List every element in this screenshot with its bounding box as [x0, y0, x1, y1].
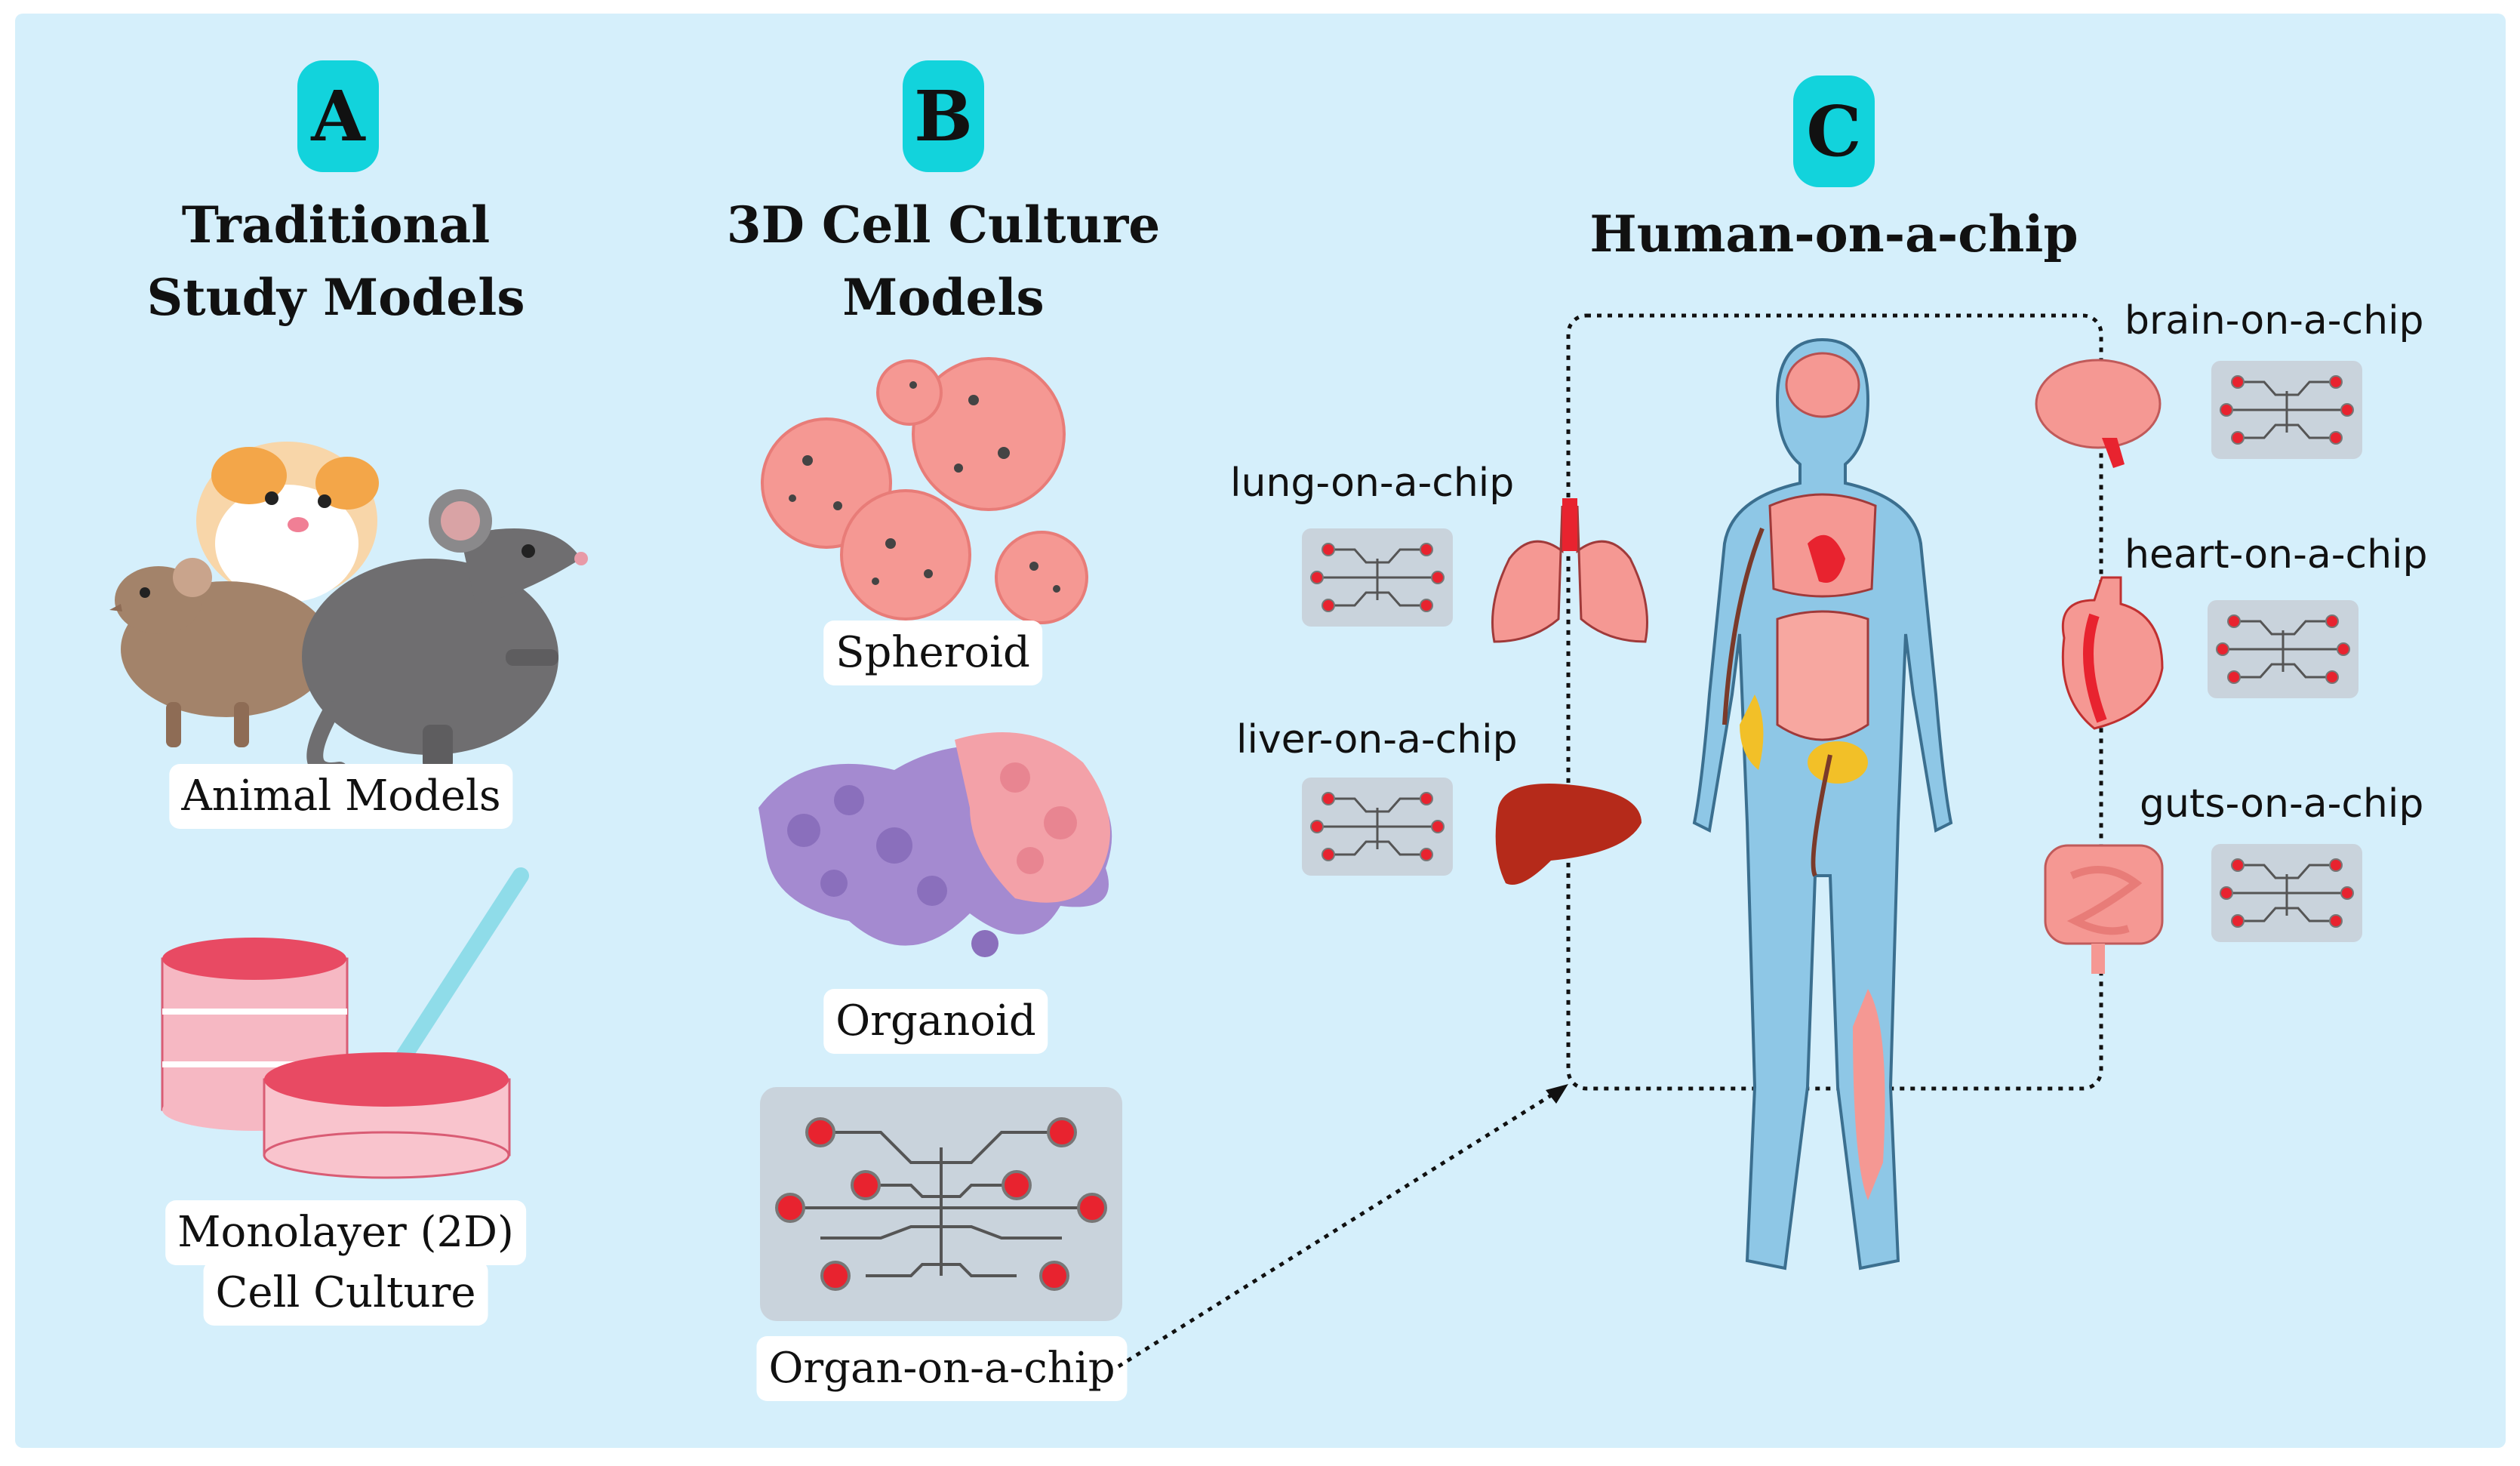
liver-icon: [1495, 784, 1642, 885]
lung-icon: [1491, 498, 1648, 643]
mouse-icon: [109, 558, 332, 747]
panel-c-title: Human-on-a-chip: [1589, 205, 2078, 263]
organoid-icon: [758, 732, 1112, 957]
panel-b-badge: B: [903, 60, 984, 172]
heart-icon: [2061, 576, 2164, 730]
guts-chip-label: guts-on-a-chip: [2140, 781, 2424, 827]
liver-chip-label: liver-on-a-chip: [1236, 717, 1518, 762]
heart-chip-icon: [2208, 600, 2358, 698]
lung-chip-label: lung-on-a-chip: [1230, 460, 1515, 506]
monolayer-label-line2: Cell Culture: [203, 1261, 488, 1326]
panel-a-title-line2: Study Models: [146, 268, 525, 327]
petri-dish-front: [263, 1052, 511, 1179]
spheroid-label: Spheroid: [823, 621, 1042, 685]
panel-a-title: Traditional Study Models: [121, 189, 551, 334]
panel-b-title: 3D Cell Culture Models: [702, 189, 1185, 334]
spheroid-icon: [761, 357, 1088, 624]
heart-chip-label: heart-on-a-chip: [2125, 532, 2428, 577]
human-body-icon: [1692, 337, 1953, 1270]
petri-dish-illustration: [161, 867, 529, 1179]
panel-a-badge: A: [297, 60, 379, 172]
monolayer-label-line1: Monolayer (2D): [165, 1200, 526, 1265]
organoid-label: Organoid: [823, 989, 1048, 1054]
brain-chip-label: brain-on-a-chip: [2125, 298, 2424, 343]
panel-b-badge-letter: B: [914, 75, 973, 157]
organ-on-chip-label: Organ-on-a-chip: [756, 1336, 1128, 1401]
rat-icon: [302, 489, 588, 779]
microfluidic-chip-icon: [760, 1087, 1122, 1321]
intestine-icon: [2044, 844, 2164, 974]
animal-models-illustration: [109, 442, 588, 779]
brain-chip-icon: [2211, 361, 2362, 459]
panel-a-title-line1: Traditional: [181, 196, 491, 254]
panel-c-badge-letter: C: [1806, 91, 1862, 172]
panel-b-title-line2: Models: [842, 268, 1045, 327]
animal-models-label: Animal Models: [169, 764, 513, 829]
brain-icon: [2035, 359, 2162, 468]
panel-a-badge-letter: A: [311, 75, 365, 157]
panel-b-title-line1: 3D Cell Culture: [726, 196, 1161, 254]
guinea-pig-icon: [196, 442, 379, 602]
lung-chip-icon: [1302, 528, 1453, 627]
liver-chip-icon: [1302, 778, 1453, 876]
panel-c-badge: C: [1793, 75, 1875, 187]
guts-chip-icon: [2211, 844, 2362, 942]
